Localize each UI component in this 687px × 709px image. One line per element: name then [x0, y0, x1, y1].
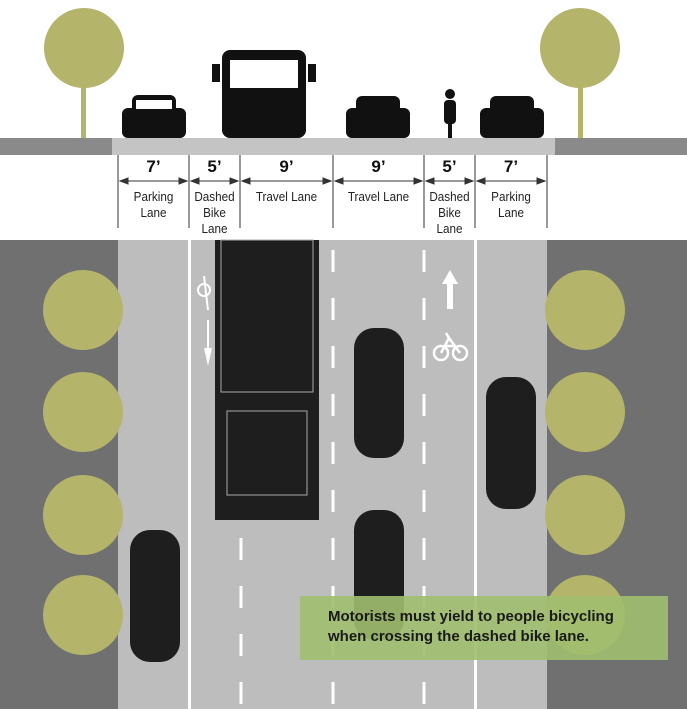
arrow-down-icon: [204, 320, 212, 366]
truck-top-icon: [215, 239, 319, 520]
bike-symbol-icon: [432, 332, 469, 362]
lane-dash: [331, 442, 335, 464]
lane-width: 9’: [371, 157, 386, 176]
lane-width: 7’: [146, 157, 161, 176]
lane-dash: [239, 634, 243, 656]
dimension-lines: [117, 155, 548, 228]
arrowhead-icon: [240, 177, 251, 185]
tree-canopy-icon: [43, 270, 123, 350]
lane-dash: [331, 346, 335, 368]
lane-width: 5’: [207, 157, 222, 176]
arrowhead-icon: [189, 177, 200, 185]
arrowhead-icon: [178, 177, 189, 185]
truck-front-icon: [212, 50, 316, 138]
arrowhead-icon: [333, 177, 344, 185]
parked-car-top-icon: [130, 530, 180, 662]
tree-canopy-icon: [545, 372, 625, 452]
lane-dash: [331, 298, 335, 320]
lane-label: Parking Lane: [491, 189, 531, 220]
lane-dash: [422, 298, 426, 320]
lane-dash: [331, 682, 335, 704]
car-top-icon: [354, 328, 404, 458]
cyclist-icon: [444, 89, 456, 138]
callout-line: when crossing the dashed bike lane.: [328, 628, 589, 645]
arrowhead-icon: [118, 177, 129, 185]
lane-dash: [331, 394, 335, 416]
lane-label: Dashed Bike Lane: [429, 189, 470, 236]
lane-width: 9’: [279, 157, 294, 176]
lane-dash: [239, 538, 243, 560]
lane-dash: [331, 538, 335, 560]
bike-lane-line: [188, 240, 191, 709]
roadway-section: [112, 138, 555, 155]
lane-dash: [422, 490, 426, 512]
tree-canopy-icon: [43, 575, 123, 655]
lane-dash: [422, 442, 426, 464]
lane-label: Travel Lane: [347, 189, 410, 204]
arrowhead-icon: [413, 177, 424, 185]
lane-label: Dashed Bike Lane: [194, 189, 235, 236]
arrow-up-icon: [442, 270, 458, 309]
arrowhead-icon: [475, 177, 486, 185]
parked-car-front-icon: [122, 95, 186, 138]
lane-dash: [239, 586, 243, 608]
tree-icon: [540, 8, 620, 138]
lane-width: 7’: [503, 157, 519, 176]
tree-canopy-icon: [43, 372, 123, 452]
tree-canopy-icon: [43, 475, 123, 555]
parked-car-top-icon: [486, 377, 536, 509]
tree-canopy-icon: [545, 475, 625, 555]
callout-line: Motorists must yield to people bicycling: [328, 608, 614, 625]
tree-icon: [44, 8, 124, 138]
yield-callout: Motorists must yield to people bicycling…: [300, 596, 668, 660]
lane-dash: [422, 346, 426, 368]
sidewalk-left-section: [0, 138, 112, 155]
lane-dash: [422, 682, 426, 704]
lane-dash: [422, 250, 426, 272]
bike-symbol-icon: [197, 275, 211, 311]
lane-width: 5’: [442, 157, 457, 176]
arrowhead-icon: [464, 177, 475, 185]
lane-dash: [239, 682, 243, 704]
lane-dash: [331, 250, 335, 272]
car-front-icon: [346, 96, 410, 138]
lane-label: Parking Lane: [133, 189, 174, 220]
lane-dash: [422, 538, 426, 560]
sidewalk-right-section: [555, 138, 687, 155]
lane-dash: [331, 490, 335, 512]
arrowhead-icon: [322, 177, 333, 185]
parked-car-front-icon: [480, 96, 544, 138]
arrowhead-icon: [229, 177, 240, 185]
bike-lane-line: [474, 240, 477, 709]
arrowhead-icon: [424, 177, 435, 185]
arrowhead-icon: [536, 177, 547, 185]
lane-dash: [422, 394, 426, 416]
tree-canopy-icon: [545, 270, 625, 350]
lane-label: Travel Lane: [255, 189, 318, 204]
